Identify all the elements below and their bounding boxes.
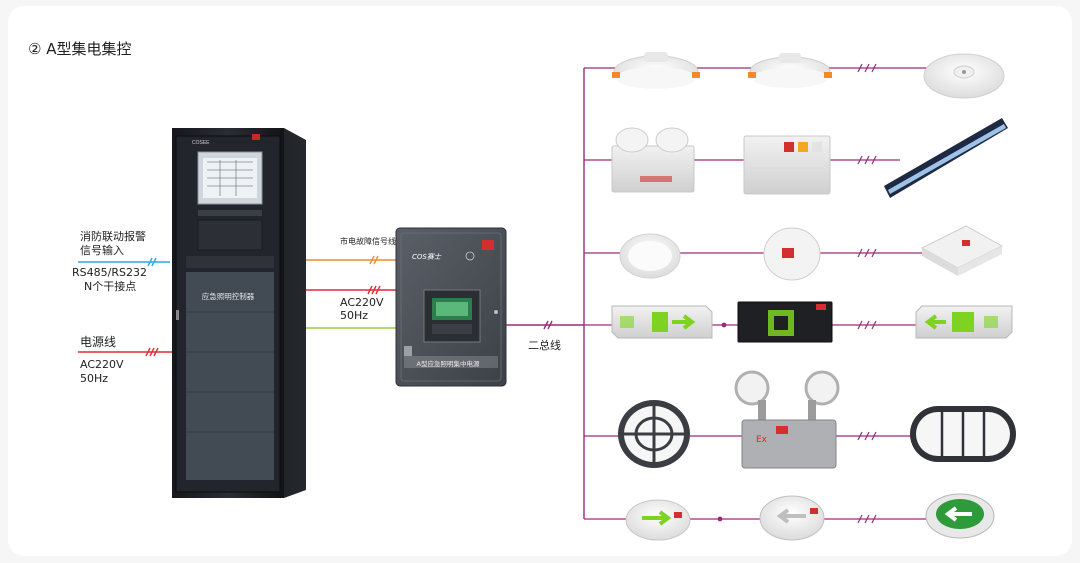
cabinet-brand: COSEE <box>192 140 210 146</box>
power-line-label: 电源线 <box>80 335 117 349</box>
power-line <box>78 347 172 357</box>
ac-power-line-red <box>306 285 396 295</box>
globe-light <box>763 227 821 281</box>
exit-sign-black <box>737 301 833 343</box>
middle-ac-freq: 50Hz <box>340 309 369 322</box>
floor-arrow-green <box>925 493 995 539</box>
floor-arrow-right <box>625 499 691 541</box>
middle-ac-label: AC220V 50Hz <box>340 296 384 322</box>
mains-fault-label: 市电故障信号线 <box>340 237 396 246</box>
junction-dots <box>717 322 727 522</box>
square-ceiling-light <box>920 225 1004 276</box>
rs485-label: RS485/RS232 N个干接点 <box>72 266 147 294</box>
bus-label: 二总线 <box>528 339 561 352</box>
middle-ac-voltage: AC220V <box>340 296 384 309</box>
mains-fault-line <box>306 255 396 265</box>
twin-spot-exit-light <box>611 127 695 193</box>
diagram-title: ② A型集电集控 <box>28 40 132 58</box>
left-ac-label: AC220V 50Hz <box>80 358 124 386</box>
bus-line <box>506 68 585 519</box>
downlight-fixture <box>612 52 700 89</box>
exit-sign-left <box>915 305 1013 339</box>
explosion-proof-twin-light: Ex <box>734 370 840 469</box>
cabinet-label: 应急照明控制器 <box>202 291 255 301</box>
tube-light <box>884 118 1008 198</box>
fire-signal-label: 消防联动报警 信号输入 <box>80 230 146 258</box>
left-ac-freq: 50Hz <box>80 372 109 385</box>
fire-signal-line <box>78 257 170 267</box>
fire-signal-line1: 消防联动报警 <box>80 230 146 243</box>
power-controller-box <box>395 227 507 387</box>
control-cabinet <box>172 128 306 498</box>
bulkhead-light <box>910 406 1016 462</box>
floor-arrow-left <box>759 495 825 541</box>
fire-signal-line2: 信号输入 <box>80 244 124 257</box>
caged-light <box>618 400 690 468</box>
round-ceiling-light <box>619 233 681 279</box>
panel-box-light <box>743 135 831 195</box>
ceiling-sensor-light <box>923 53 1005 99</box>
downlight-fixture <box>748 53 832 88</box>
controller-model: A型应急照明集中电源 <box>417 359 480 368</box>
dry-contact-text: N个干接点 <box>84 280 137 293</box>
exit-sign-right <box>611 305 713 339</box>
rs485-text: RS485/RS232 <box>72 266 147 279</box>
controller-brand: COS赛士 <box>412 253 442 261</box>
svg-text:Ex: Ex <box>756 435 768 445</box>
left-ac-voltage: AC220V <box>80 358 124 371</box>
